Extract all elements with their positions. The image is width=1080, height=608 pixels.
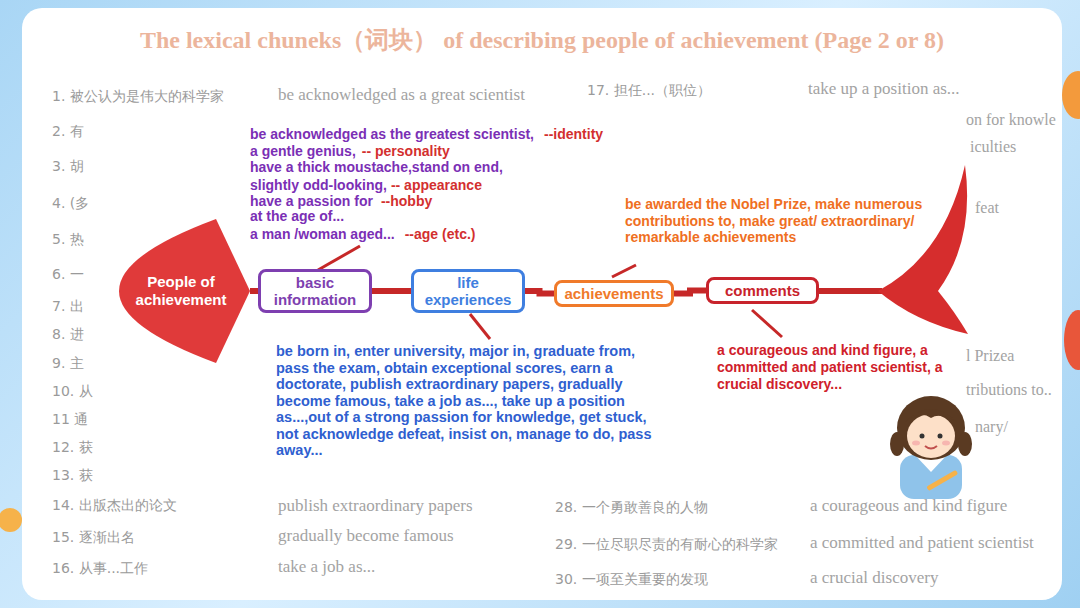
table-cell: publish extraordinary papers: [278, 496, 473, 516]
table-cell: 14. 出版杰出的论文: [52, 497, 177, 515]
table-cell: 13. 获: [52, 467, 93, 485]
category-tag: --hobby: [381, 193, 432, 209]
table-cell: 4. (多: [52, 195, 89, 213]
annotation-text: have a thick moustache,stand on end,: [250, 159, 503, 176]
table-cell: 1. 被公认为是伟大的科学家: [52, 88, 224, 106]
table-cell: 29. 一位尽职尽责的有耐心的科学家: [555, 536, 778, 554]
fishbone-head: People of achievement: [112, 219, 250, 363]
category-tag: --age (etc.): [405, 226, 476, 242]
table-cell: 2. 有: [52, 123, 84, 141]
slide-card: [22, 8, 1062, 600]
table-cell: 6. 一: [52, 266, 84, 284]
annotation-line: be acknowledged as the greatest scientis…: [250, 125, 603, 143]
annotation-text: a courageous and kind figure, a committe…: [717, 342, 979, 393]
table-cell: 5. 热: [52, 231, 84, 249]
table-cell: 28. 一个勇敢善良的人物: [555, 499, 708, 517]
table-cell: take up a position as...: [808, 79, 960, 99]
annotation-text: at the age of...: [250, 208, 344, 225]
decoration: [1062, 71, 1080, 119]
category-tag: -- appearance: [391, 177, 482, 193]
annotation-text: be acknowledged as the greatest scientis…: [250, 126, 534, 142]
node-text: People of achievement: [126, 273, 236, 309]
annotation-line: a gentle genius, -- personality: [250, 142, 450, 160]
table-cell: 12. 获: [52, 439, 93, 457]
node-text: basic information: [267, 274, 363, 308]
node-text: life experiences: [420, 274, 516, 308]
annotation-text: be born in, enter university, major in, …: [276, 343, 664, 459]
category-tag: -- personality: [362, 143, 450, 159]
annotation-line: a man /woman aged... --age (etc.): [250, 225, 476, 243]
leader-line: [470, 314, 490, 339]
category-box: comments: [706, 277, 819, 304]
table-cell: 10. 从: [52, 383, 93, 401]
category-box: achievements: [554, 280, 674, 307]
table-cell: be acknowledged as a great scientist: [278, 85, 525, 105]
table-cell: 30. 一项至关重要的发现: [555, 571, 708, 589]
spine-connector: [674, 291, 706, 294]
table-cell: 7. 出: [52, 298, 84, 316]
table-cell: nary/: [975, 418, 1008, 436]
diagram-panel: [95, 118, 962, 494]
tail-fin: [878, 291, 968, 334]
table-cell: 8. 进: [52, 326, 84, 344]
slide-title: The lexical chuneks（词块） of describing pe…: [22, 24, 1062, 56]
category-box: basic information: [258, 269, 372, 313]
leader-line: [318, 246, 360, 270]
table-cell: 9. 主: [52, 355, 84, 373]
annotation-text: be awarded the Nobel Prize, make numerou…: [625, 196, 925, 246]
annotation-text: have a passion for: [250, 193, 373, 209]
leader-line: [612, 265, 636, 277]
leader-line: [752, 310, 782, 337]
table-cell: iculties: [970, 138, 1016, 156]
spine-connector: [372, 288, 411, 294]
annotation-text: slightly odd-looking,: [250, 177, 387, 193]
head-outline: [119, 219, 250, 363]
table-cell: a courageous and kind figure: [810, 496, 1007, 516]
node-text: comments: [715, 282, 810, 299]
table-cell: tributions to..: [966, 381, 1052, 399]
annotation-text: a gentle genius,: [250, 143, 356, 159]
table-cell: 16. 从事...工作: [52, 560, 148, 578]
decoration: [1064, 310, 1080, 370]
spine-connector: [250, 288, 258, 294]
table-cell: 15. 逐渐出名: [52, 529, 135, 547]
node-text: achievements: [563, 285, 665, 302]
spine-connector: [525, 291, 554, 294]
annotation-text: a man /woman aged...: [250, 226, 395, 242]
table-cell: take a job as...: [278, 557, 375, 577]
table-cell: a crucial discovery: [810, 568, 938, 588]
category-tag: --identity: [544, 126, 603, 142]
table-cell: 11 通: [52, 411, 88, 429]
decoration: [0, 508, 22, 532]
table-cell: feat: [975, 199, 999, 217]
category-box: life experiences: [411, 269, 525, 313]
table-cell: 3. 胡: [52, 158, 84, 176]
table-cell: gradually become famous: [278, 526, 454, 546]
table-cell: a committed and patient scientist: [810, 533, 1034, 553]
annotation-line: slightly odd-looking,-- appearance: [250, 176, 482, 194]
annotation-line: have a passion for --hobby: [250, 192, 432, 210]
table-cell: 17. 担任...（职位）: [587, 82, 711, 100]
table-cell: l Prizea: [966, 347, 1014, 365]
table-cell: on for knowle: [966, 111, 1056, 129]
girl-illustration: [890, 396, 972, 499]
